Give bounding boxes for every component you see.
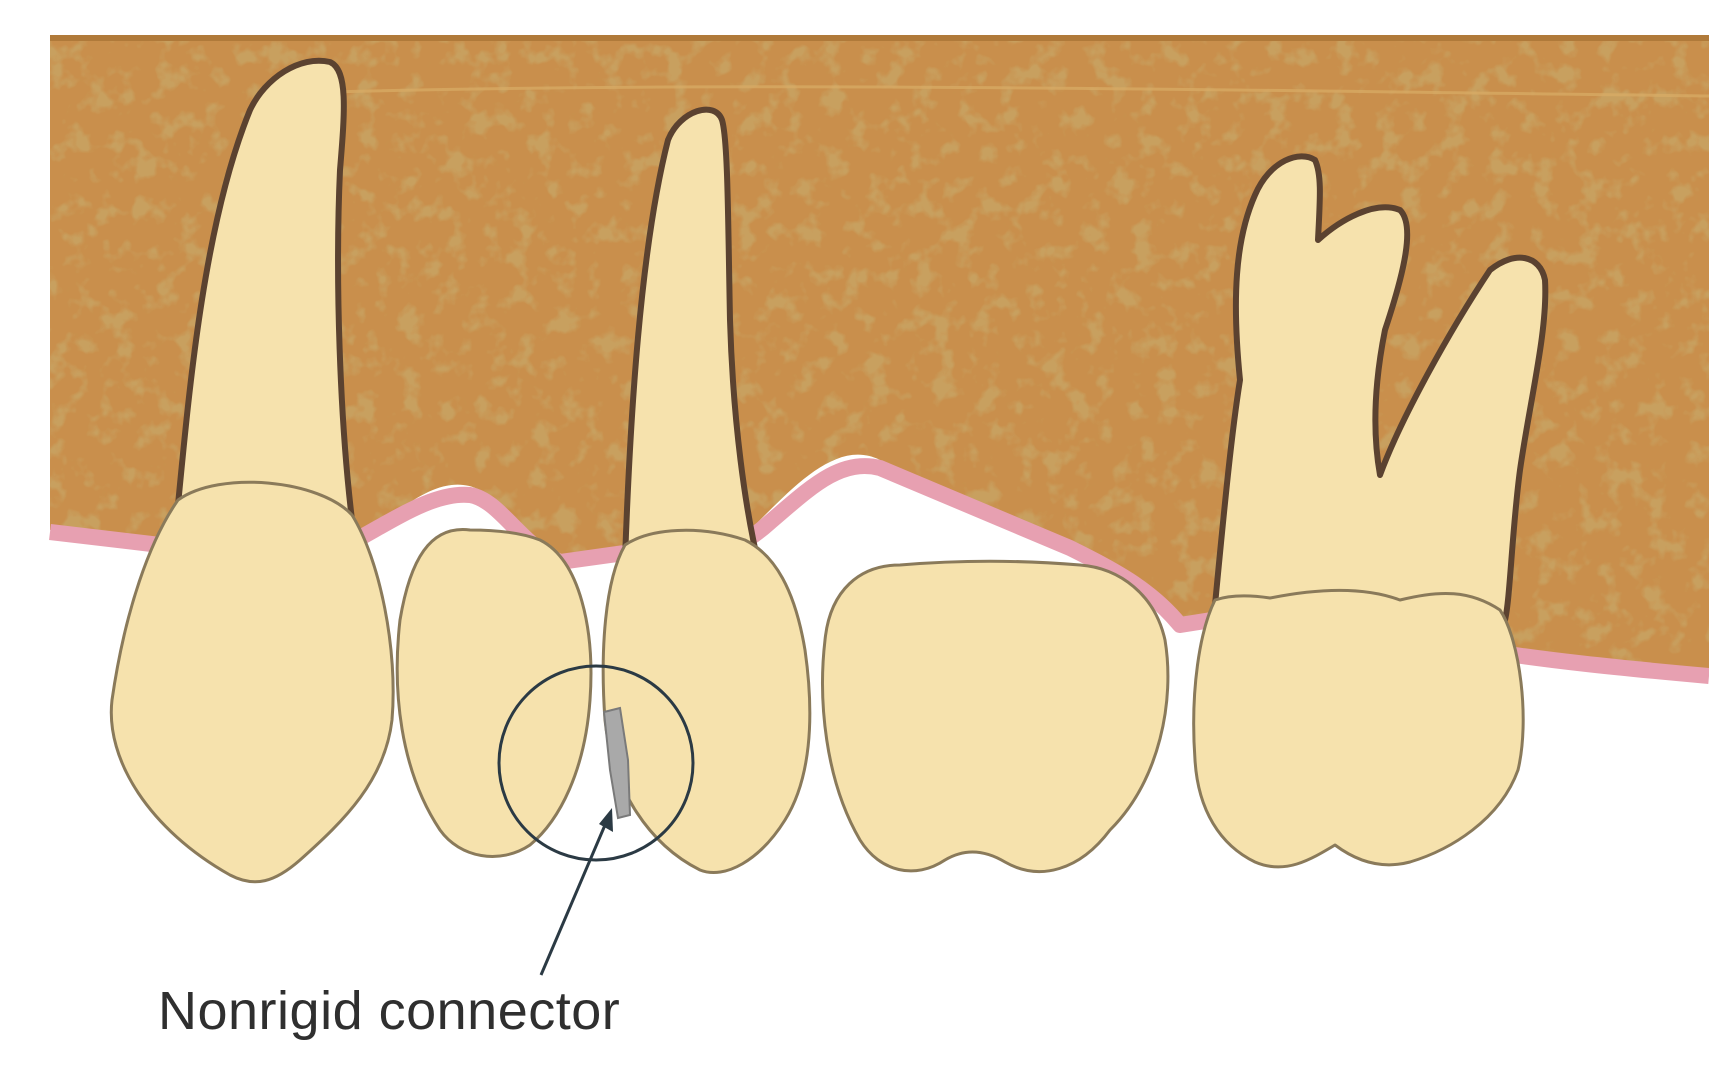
arrowhead	[599, 808, 613, 832]
connector-label: Nonrigid connector	[158, 980, 620, 1042]
canine-crown	[111, 482, 393, 882]
pontic-2-crown	[823, 561, 1168, 871]
molar-crown	[1194, 590, 1523, 867]
tooth-pontic-2	[823, 561, 1168, 871]
leader-line	[541, 818, 608, 975]
tooth-pontic	[397, 530, 591, 857]
premolar-crown	[603, 530, 810, 872]
pontic-crown	[397, 530, 591, 857]
